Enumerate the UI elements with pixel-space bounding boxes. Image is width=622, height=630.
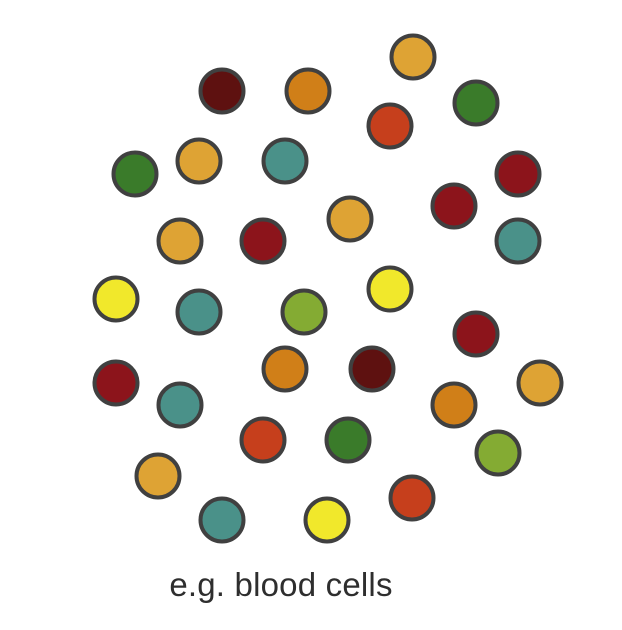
- cell-lime: [474, 429, 522, 477]
- cell-maroon: [348, 345, 396, 393]
- cell-green: [452, 79, 500, 127]
- cell-gold: [389, 33, 437, 81]
- cell-gold: [156, 217, 204, 265]
- cell-red: [92, 359, 140, 407]
- cell-gold: [134, 452, 182, 500]
- cell-group: [92, 33, 564, 544]
- cell-gold: [326, 195, 374, 243]
- cell-orange: [284, 67, 332, 115]
- cell-teal: [494, 217, 542, 265]
- cell-gold: [516, 359, 564, 407]
- cell-maroon: [198, 67, 246, 115]
- cell-teal: [156, 381, 204, 429]
- cell-red: [239, 217, 287, 265]
- cell-green: [324, 416, 372, 464]
- cell-teal: [175, 288, 223, 336]
- cell-teal: [198, 496, 246, 544]
- cell-orange-red: [239, 416, 287, 464]
- cell-orange-red: [366, 102, 414, 150]
- cell-orange-red: [388, 474, 436, 522]
- cell-red: [494, 150, 542, 198]
- cell-lime: [280, 288, 328, 336]
- cell-gold: [175, 137, 223, 185]
- cell-yellow: [366, 265, 414, 313]
- caption: e.g. blood cells: [169, 566, 393, 603]
- cell-red: [430, 182, 478, 230]
- cell-yellow: [92, 275, 140, 323]
- cell-red: [452, 310, 500, 358]
- cell-orange: [261, 345, 309, 393]
- cell-teal: [261, 137, 309, 185]
- cell-green: [111, 150, 159, 198]
- cell-orange: [430, 381, 478, 429]
- cell-yellow: [303, 496, 351, 544]
